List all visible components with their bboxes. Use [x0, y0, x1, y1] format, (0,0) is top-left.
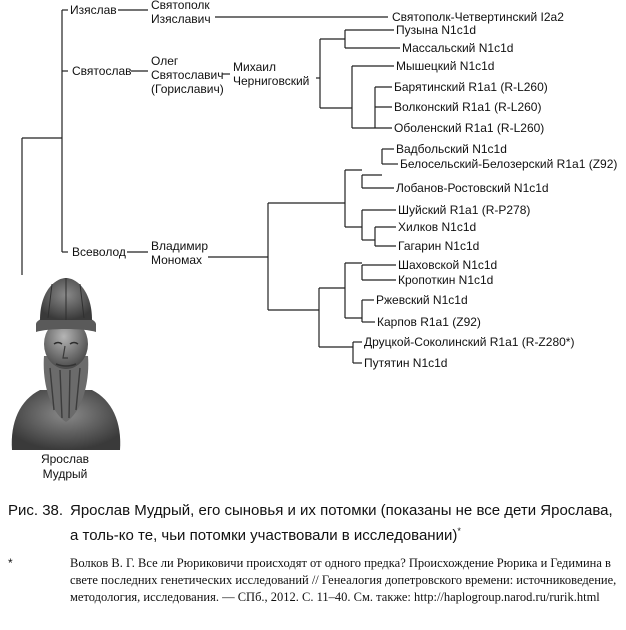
leaf-puzyna: Пузына N1c1d	[396, 23, 476, 37]
node-mikhail-line2: Черниговский	[233, 74, 309, 88]
node-svyatoslav: Святослав	[72, 64, 132, 78]
yaroslav-bust-image	[11, 278, 121, 450]
leaf-shuisky: Шуйский R1a1 (R-P278)	[398, 203, 530, 217]
figure-number: Рис. 38.	[8, 502, 64, 519]
node-mikhail-line1: Михаил	[233, 60, 276, 74]
node-oleg-line3: (Гориславич)	[151, 82, 224, 96]
leaf-volkonsky: Волконский R1a1 (R-L260)	[394, 100, 541, 114]
figure-caption-footnote-mark: *	[457, 526, 461, 536]
leaf-gagarin: Гагарин N1c1d	[398, 239, 479, 253]
figure-caption-body: Ярослав Мудрый, его сыновья и их потомки…	[70, 502, 613, 544]
leaf-rzhevsky: Ржевский N1c1d	[376, 293, 468, 307]
footnote-text: Волков В. Г. Все ли Рюриковичи происходя…	[70, 556, 617, 604]
leaf-obolensky: Оболенский R1a1 (R-L260)	[394, 121, 544, 135]
leaf-kropotkin: Кропоткин N1c1d	[398, 273, 493, 287]
node-vladimir-line1: Владимир	[151, 239, 208, 253]
node-oleg-line1: Олег	[151, 54, 179, 68]
footnote-mark: *	[8, 556, 13, 570]
leaf-lobanov-rostovsky: Лобанов-Ростовский N1c1d	[396, 181, 549, 195]
leaf-khilkov: Хилков N1c1d	[398, 220, 476, 234]
portrait-caption-line1: Ярослав	[40, 452, 90, 466]
node-vladimir-line2: Мономах	[151, 253, 202, 267]
leaf-drutskoy-sokolinsky: Друцкой-Соколинский R1a1 (R-Z280*)	[364, 335, 574, 349]
leaf-baryatinsky: Барятинский R1a1 (R-L260)	[394, 80, 548, 94]
node-izyaslav: Изяслав	[70, 3, 117, 17]
node-svyatopolk-line1: Святополк	[151, 0, 210, 12]
node-oleg-line2: Святославич	[151, 68, 223, 82]
genealogy-tree: Изяслав Святослав Всеволод Святополк Изя…	[21, 0, 617, 370]
leaf-massalsky: Массальский N1c1d	[402, 41, 513, 55]
portrait-caption: Ярослав Мудрый	[0, 452, 130, 482]
node-vsevolod: Всеволод	[72, 245, 126, 259]
portrait-caption-line2: Мудрый	[42, 467, 88, 481]
figure-caption-text: Ярослав Мудрый, его сыновья и их потомки…	[70, 500, 620, 546]
leaf-svyatopolk-chetvertinsky: Святополк-Четвертинский I2a2	[392, 10, 564, 24]
leaf-beloselsky-belozersky: Белосельский-Белозерский R1a1 (Z92)	[400, 157, 617, 171]
leaf-karpov: Карпов R1a1 (Z92)	[377, 315, 481, 329]
leaf-myshetsky: Мышецкий N1c1d	[396, 59, 494, 73]
node-svyatopolk-line2: Изяславич	[151, 12, 211, 26]
leaf-vadbolsky: Вадбольский N1c1d	[396, 142, 507, 156]
leaf-shakhovskoy: Шаховской N1c1d	[398, 258, 497, 272]
leaf-putyatin: Путятин N1c1d	[364, 356, 447, 370]
